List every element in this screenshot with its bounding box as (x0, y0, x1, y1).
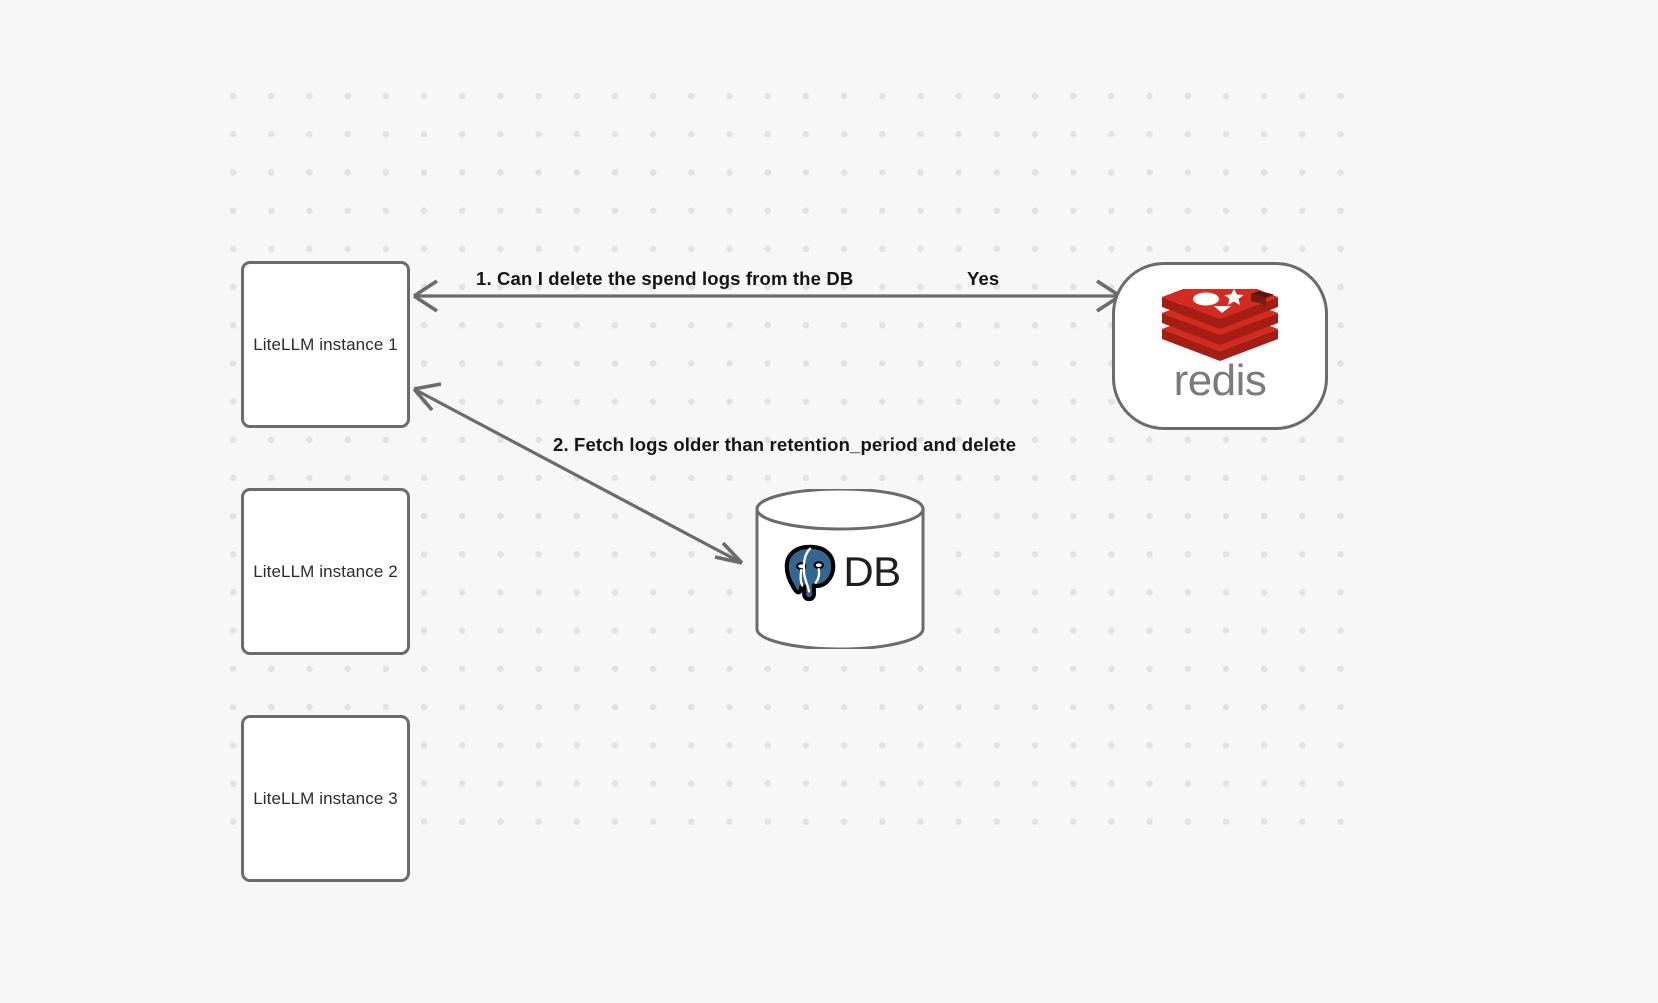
node-label: LiteLLM instance 2 (253, 561, 398, 581)
redis-logo-group: redis (1115, 265, 1325, 427)
db-cylinder-shape (755, 487, 925, 651)
redis-wordmark: redis (1173, 356, 1267, 405)
node-database[interactable]: DB (754, 487, 926, 651)
node-label: LiteLLM instance 3 (253, 788, 398, 808)
node-litellm-instance-1[interactable]: LiteLLM instance 1 (241, 261, 410, 428)
edge-label-1: 1. Can I delete the spend logs from the … (476, 268, 854, 289)
node-label: LiteLLM instance 1 (253, 334, 398, 354)
edge-label-2: 2. Fetch logs older than retention_perio… (553, 434, 1017, 455)
postgresql-elephant-icon (785, 544, 836, 602)
db-label: DB (843, 548, 901, 595)
node-litellm-instance-3[interactable]: LiteLLM instance 3 (241, 715, 410, 882)
edge-label-yes: Yes (967, 268, 1000, 289)
node-litellm-instance-2[interactable]: LiteLLM instance 2 (241, 488, 410, 655)
background-dot-grid (205, 68, 1345, 838)
node-redis[interactable]: redis (1112, 262, 1328, 430)
redis-logo-icon (1162, 289, 1278, 361)
db-logo-group: DB (754, 537, 926, 607)
